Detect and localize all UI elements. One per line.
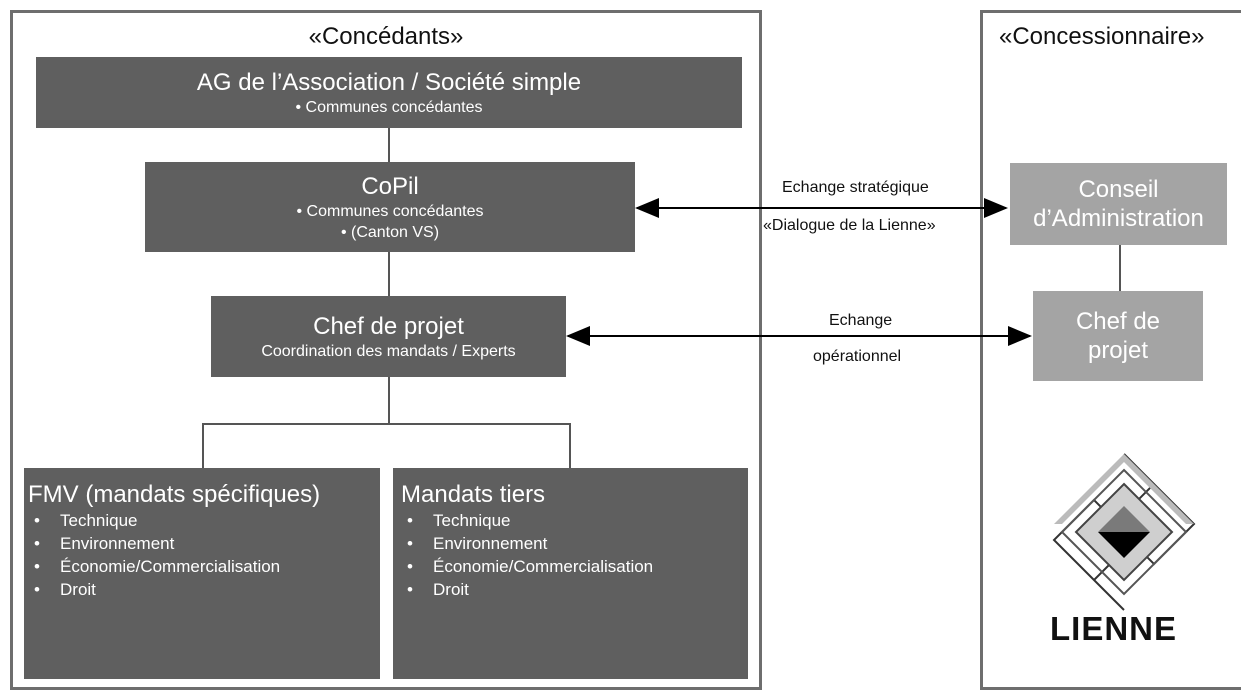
list-item: Économie/Commercialisation (28, 555, 380, 578)
copil-box: CoPil • Communes concédantes • (Canton V… (145, 162, 635, 252)
connector-branch-horizontal (202, 423, 571, 425)
chef-projet-left-box: Chef de projet Coordination des mandats … (211, 296, 566, 377)
chef-projet-right-box: Chef de projet (1033, 291, 1203, 381)
ag-bullet: • Communes concédantes (295, 98, 483, 116)
strategic-exchange-label-2: «Dialogue de la Lienne» (763, 217, 936, 234)
fmv-title: FMV (mandats spécifiques) (28, 481, 321, 508)
ag-box: AG de l’Association / Société simple • C… (36, 57, 742, 128)
connector-branch-fmv (202, 423, 204, 468)
list-item: Environnement (28, 532, 380, 555)
copil-title: CoPil (361, 172, 419, 200)
ag-title: AG de l’Association / Société simple (196, 68, 582, 96)
connector-conseil-chef (1119, 245, 1121, 291)
fmv-list: Technique Environnement Économie/Commerc… (28, 509, 380, 601)
mandats-tiers-list: Technique Environnement Économie/Commerc… (401, 509, 748, 601)
conseil-line1: Conseil (1078, 176, 1159, 203)
conseil-administration-box: Conseil d’Administration (1010, 163, 1227, 245)
connector-copil-chef (388, 252, 390, 296)
operational-exchange-label-2: opérationnel (813, 348, 902, 365)
conseil-line2: d’Administration (1033, 205, 1204, 232)
chef-projet-left-subtitle: Coordination des mandats / Experts (261, 342, 516, 360)
concessionnaire-panel-title: «Concessionnaire» (999, 23, 1205, 50)
chef-projet-left-title: Chef de projet (313, 312, 464, 340)
list-item: Environnement (401, 532, 748, 555)
concedants-panel-title: «Concédants» (308, 23, 464, 50)
strategic-exchange-label: Echange stratégique (782, 179, 929, 196)
list-item: Droit (28, 578, 380, 601)
list-item: Technique (401, 509, 748, 532)
chef-projet-right-line2: projet (1087, 337, 1149, 364)
copil-bullet: • (Canton VS) (340, 223, 440, 241)
connector-branch-tiers (569, 423, 571, 468)
list-item: Droit (401, 578, 748, 601)
connector-ag-copil (388, 128, 390, 162)
lienne-logo-text: LIENNE (1050, 610, 1178, 647)
fmv-box: FMV (mandats spécifiques) Technique Envi… (24, 468, 380, 679)
list-item: Économie/Commercialisation (401, 555, 748, 578)
mandats-tiers-box: Mandats tiers Technique Environnement Éc… (393, 468, 748, 679)
mandats-tiers-title: Mandats tiers (401, 481, 546, 508)
list-item: Technique (28, 509, 380, 532)
copil-bullet: • Communes concédantes (296, 202, 484, 220)
operational-exchange-label: Echange (829, 312, 893, 329)
chef-projet-right-line1: Chef de (1075, 308, 1161, 335)
connector-chef-branch (388, 377, 390, 424)
